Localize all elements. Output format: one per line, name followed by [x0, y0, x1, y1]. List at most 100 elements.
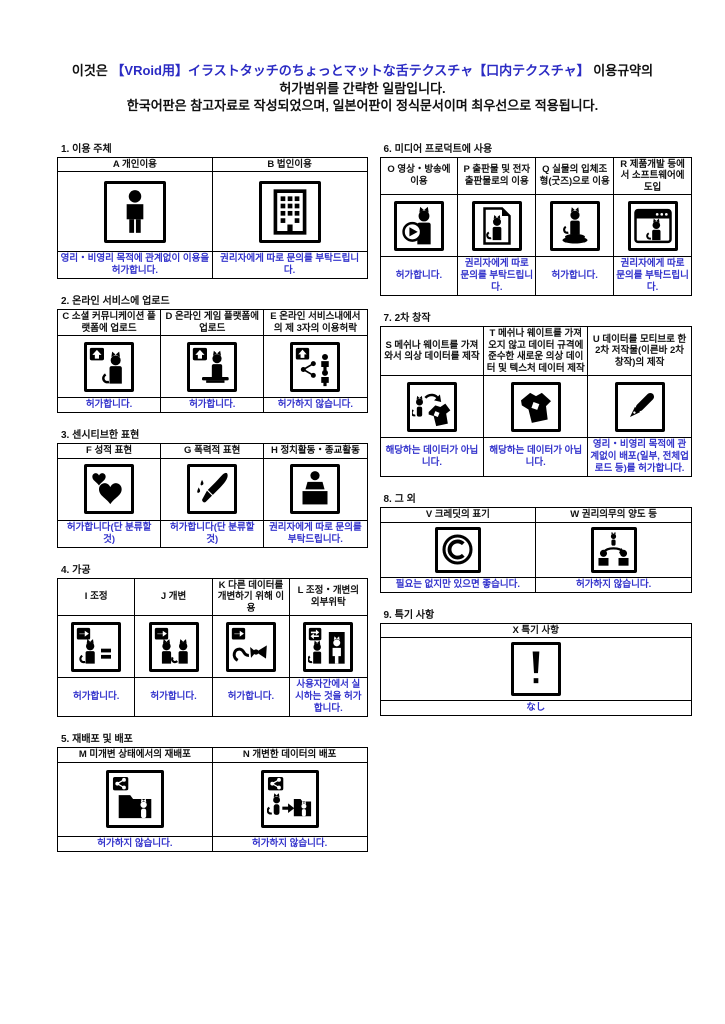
- cell-caption: 영리・비영리 목적에 관계없이 이용을 허가합니다.: [60, 253, 210, 276]
- left-column: 1. 이용 주체 A 개인이용 B 법인이용 영리・비영리 목적에 관계없이 이…: [56, 140, 368, 865]
- page-title: 이것은 【VRoid用】イラストタッチのちょっとマットな舌テクスチャ【口内テクス…: [0, 0, 725, 115]
- section-label: 4. 가공: [61, 564, 91, 576]
- cell-caption: 허가합니다.: [395, 270, 443, 281]
- podium-speech-icon: [290, 464, 341, 514]
- exclamation-icon: [510, 642, 561, 696]
- section-label: 3. 센시티브한 표현: [61, 430, 140, 441]
- cell-header: P 출판물 및 전자출판물로의 이용: [463, 164, 531, 187]
- section-label: 6. 미디어 프로덕트에 사용: [383, 143, 493, 155]
- cell-header: R 제품개발 등에서 소프트웨어에 도입: [620, 158, 685, 193]
- cell-caption: 허가하지 않습니다.: [252, 837, 328, 849]
- right-column: 6. 미디어 프로덕트에 사용 O 영상・방송에 이용 P 출판물 및 전자출판…: [379, 140, 693, 730]
- fountain-pen-icon: [614, 381, 665, 432]
- cell-caption: 허가합니다(단 분류할 것): [66, 521, 152, 545]
- cell-caption: 허가합니다.: [73, 691, 120, 702]
- cell-caption: 허가합니다.: [85, 399, 133, 410]
- cell-header: X 특기 사항: [512, 624, 560, 636]
- upload-game-cat-icon: [187, 341, 238, 392]
- cell-caption: 해당하는 데이터가 아닙니다.: [385, 445, 479, 468]
- section-label: 7. 2차 창작: [383, 313, 431, 324]
- cell-header: S 메쉬나 웨이트를 가져와서 의상 데이터를 제작: [384, 339, 480, 363]
- upload-cat-icon: [84, 341, 135, 392]
- cell-header: K 다른 데이터를 개변하기 위해 이용: [217, 579, 285, 614]
- share-folder-cat-icon: [105, 770, 164, 828]
- cell-caption: 허가하지 않습니다.: [277, 399, 353, 410]
- cell-header: Q 실물의 입체조형(굿즈)으로 이용: [539, 164, 610, 187]
- cell-header: N 개변한 데이터의 배포: [242, 749, 337, 760]
- modify-two-cats-icon: [148, 621, 199, 672]
- cell-header: E 온라인 서비스내에서의 제 3자의 이용허락: [270, 311, 361, 334]
- transfer-people-cat-icon: [590, 526, 637, 573]
- knife-icon: [187, 464, 238, 514]
- title-product-name: 【VRoid用】イラストタッチのちょっとマットな舌テクスチャ【口内テクスチャ】: [111, 63, 590, 78]
- cell-header: C 소셜 커뮤니케이션 플랫폼에 업로드: [62, 311, 156, 334]
- cell-caption: 권리자에게 따로 문의를 부탁드립니다.: [269, 521, 362, 545]
- cell-caption: 허가합니다.: [551, 270, 598, 281]
- section-online-upload: 2. 온라인 서비스에 업로드 C 소셜 커뮤니케이션 플랫폼에 업로드 D 온…: [56, 292, 368, 413]
- section-derivative-works: 7. 2차 창작 S 메쉬나 웨이트를 가져와서 의상 데이터를 제작 T 메쉬…: [379, 309, 693, 477]
- upload-share-users-icon: [290, 341, 341, 392]
- cell-header: A 개인이용: [112, 158, 157, 170]
- cell-header: I 조정: [84, 591, 108, 602]
- section-label: 9. 특기 사항: [383, 609, 435, 621]
- section-usage-subject: 1. 이용 주체 A 개인이용 B 법인이용 영리・비영리 목적에 관계없이 이…: [57, 140, 368, 279]
- section-label: 5. 재배포 및 배포: [61, 734, 133, 745]
- section-sensitive-expression: 3. 센시티브한 표현 F 성적 표현 G 폭력적 표현 H 정치활동・종교활동: [56, 426, 368, 548]
- title-line-1: 이것은 【VRoid用】イラストタッチのちょっとマットな舌テクスチャ【口内テクス…: [0, 62, 725, 80]
- cell-header: V 크레딧의 표기: [425, 509, 490, 520]
- video-play-cat-icon: [393, 200, 444, 251]
- content-columns: 1. 이용 주체 A 개인이용 B 법인이용 영리・비영리 목적에 관계없이 이…: [56, 140, 693, 865]
- cell-caption: 권리자에게 따로 문의를 부탁드립니다.: [220, 253, 360, 276]
- cell-caption: 허가하지 않습니다.: [576, 578, 652, 590]
- cell-caption: 사용자간에서 실시하는 것을 허가합니다.: [295, 679, 362, 714]
- cell-header: M 미개변 상태에서의 재배포: [78, 749, 191, 760]
- share-modified-folder-icon: [260, 770, 319, 828]
- section-processing: 4. 가공 I 조정 J 개변 K 다른 데이터를 개변하기 위해 이용 L 조…: [56, 561, 368, 717]
- hearts-icon: [84, 464, 135, 514]
- document-cat-icon: [471, 200, 522, 251]
- title-suffix: 이용규약의: [589, 63, 654, 78]
- cell-caption: 해당하는 데이터가 아닙니다.: [489, 445, 583, 468]
- copyright-icon: [434, 526, 481, 573]
- section-label: 1. 이용 주체: [61, 143, 112, 155]
- cell-header: U 데이터를 모티브로 한 2차 저작물(이른바 2차 창작)의 제작: [592, 333, 687, 368]
- software-window-cat-icon: [627, 200, 678, 251]
- cell-caption: 허가합니다.: [189, 399, 236, 410]
- section-label: 2. 온라인 서비스에 업로드: [61, 296, 170, 307]
- section-media-products: 6. 미디어 프로덕트에 사용 O 영상・방송에 이용 P 출판물 및 전자출판…: [379, 140, 693, 296]
- title-line-3: 한국어판은 참고자료로 작성되었으며, 일본어판이 정식문서이며 최우선으로 적…: [126, 98, 599, 113]
- cell-caption: なし: [526, 702, 546, 713]
- section-special-notes: 9. 특기 사항 X 특기 사항 なし: [379, 606, 693, 716]
- new-costume-icon: [510, 381, 561, 432]
- cat-recycle-costume-icon: [406, 381, 457, 432]
- cell-header: D 온라인 게임 플랫폼에 업로드: [165, 311, 259, 334]
- cell-caption: 영리・비영리 목적에 관계없이 배포(일부, 전체업로드 등)를 허가합니다.: [590, 439, 689, 474]
- section-label: 8. 그 외: [383, 494, 416, 505]
- cell-header: J 개변: [160, 591, 187, 602]
- cell-caption: 허가합니다(단 분류할 것): [170, 521, 255, 545]
- cell-caption: 허가합니다.: [150, 691, 197, 702]
- cell-caption: 허가합니다.: [227, 691, 275, 702]
- cell-header: G 폭력적 표현: [184, 445, 241, 456]
- title-prefix: 이것은: [71, 63, 112, 78]
- figurine-cat-icon: [549, 200, 600, 251]
- title-line-2: 허가범위를 간략한 일람입니다.: [279, 80, 446, 96]
- cell-caption: 허가하지 않습니다.: [97, 837, 173, 849]
- cell-header: H 정치활동・종교활동: [270, 445, 360, 456]
- cell-header: T 메쉬나 웨이트를 가져오지 않고 데이터 규격에 준수한 새로운 의상 데이…: [486, 328, 585, 374]
- cell-header: L 조정・개변의 외부위탁: [297, 585, 360, 608]
- modify-other-data-icon: [225, 621, 276, 672]
- cell-header: O 영상・방송에 이용: [387, 164, 451, 187]
- building-icon: [258, 180, 321, 243]
- cell-header: F 성적 표현: [86, 445, 133, 456]
- section-redistribution: 5. 재배포 및 배포 M 미개변 상태에서의 재배포 N 개변한 데이터의 배…: [57, 730, 368, 852]
- cell-header: W 권리의무의 양도 등: [570, 509, 658, 520]
- cell-header: B 법인이용: [267, 158, 312, 170]
- adjust-cat-equals-icon: [71, 621, 122, 672]
- person-icon: [103, 180, 166, 243]
- outsource-doorway-icon: [303, 621, 354, 672]
- cell-caption: 권리자에게 따로 문의를 부탁드립니다.: [616, 258, 689, 293]
- section-others: 8. 그 외 V 크레딧의 표기 W 권리의무의 양도 등 필요는 없지만 있으…: [379, 490, 693, 593]
- cell-caption: 필요는 없지만 있으면 좋습니다.: [395, 578, 520, 590]
